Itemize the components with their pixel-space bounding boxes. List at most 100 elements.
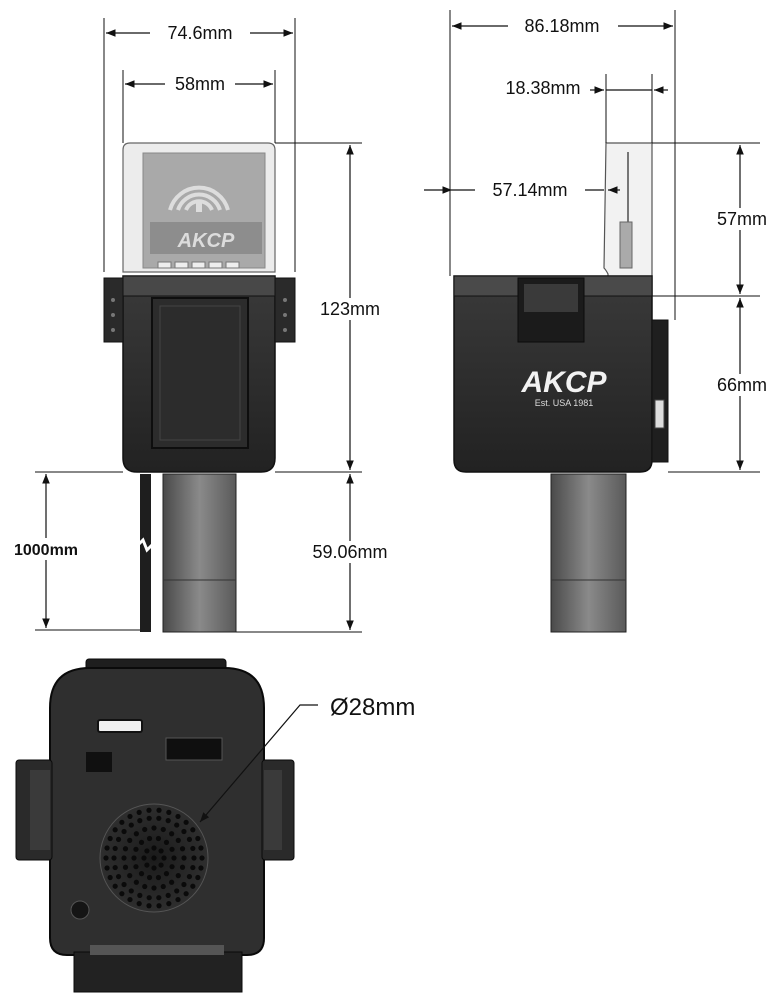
grill-hole bbox=[160, 826, 166, 833]
grill-hole bbox=[190, 864, 196, 871]
dim-bottom-diameter: Ø28mm bbox=[330, 694, 415, 721]
grill-hole bbox=[155, 835, 162, 842]
grill-hole bbox=[146, 895, 152, 901]
grill-hole bbox=[156, 903, 162, 909]
grill-hole bbox=[174, 888, 180, 894]
grill-hole bbox=[142, 883, 148, 890]
grill-hole bbox=[179, 864, 186, 870]
dim-front-overall-width: 74.6mm bbox=[167, 23, 232, 43]
grill-hole bbox=[107, 835, 113, 842]
grill-hole bbox=[156, 895, 162, 901]
grill-hole bbox=[127, 873, 133, 879]
grill-hole bbox=[186, 873, 193, 880]
front-cable bbox=[140, 474, 151, 632]
side-tagline: Est. USA 1981 bbox=[535, 398, 594, 408]
grill-hole bbox=[151, 845, 157, 851]
grill-hole bbox=[181, 828, 187, 835]
grill-hole bbox=[146, 903, 152, 909]
grill-hole bbox=[136, 901, 142, 907]
grill-hole bbox=[144, 862, 150, 868]
grill-hole bbox=[195, 835, 201, 842]
grill-hole bbox=[137, 817, 143, 824]
dim-front-cable-length: 1000mm bbox=[14, 542, 78, 559]
grill-hole bbox=[112, 827, 118, 833]
grill-hole bbox=[169, 846, 175, 852]
dim-side-overall-depth: 86.18mm bbox=[524, 16, 599, 36]
dim-front-inner-width: 58mm bbox=[175, 74, 225, 94]
grill-hole bbox=[171, 855, 177, 861]
grill-hole bbox=[165, 892, 171, 899]
grill-hole bbox=[174, 822, 180, 828]
reset-hole bbox=[70, 900, 90, 920]
grill-hole bbox=[163, 839, 170, 845]
grill-hole bbox=[190, 827, 196, 833]
grill-hole bbox=[136, 809, 142, 815]
grill-hole bbox=[160, 883, 166, 890]
grill-hole bbox=[190, 845, 196, 852]
grill-hole bbox=[175, 813, 181, 820]
grill-hole bbox=[151, 855, 157, 861]
grill-hole bbox=[169, 864, 175, 870]
grill-hole bbox=[128, 888, 134, 894]
grill-hole bbox=[198, 865, 204, 871]
grill-hole bbox=[112, 864, 118, 871]
bottom-view: Ø28mm bbox=[15, 658, 415, 993]
grill-hole bbox=[133, 864, 139, 870]
grill-hole bbox=[166, 809, 172, 815]
grill-hole bbox=[175, 896, 181, 903]
dim-front-probe-height: 59.06mm bbox=[312, 542, 387, 562]
grill-hole bbox=[199, 855, 205, 861]
side-logo: AKCP bbox=[520, 366, 607, 399]
grill-hole bbox=[191, 855, 197, 861]
grill-hole bbox=[137, 892, 143, 899]
grill-hole bbox=[169, 879, 175, 885]
dim-side-body-depth: 57.14mm bbox=[492, 180, 567, 200]
grill-hole bbox=[158, 848, 164, 854]
front-logo: AKCP bbox=[177, 230, 235, 252]
grill-hole bbox=[121, 828, 127, 835]
grill-hole bbox=[165, 817, 171, 824]
grill-hole bbox=[146, 807, 152, 813]
grill-hole bbox=[181, 881, 187, 888]
grill-hole bbox=[131, 855, 137, 861]
grill-hole bbox=[151, 865, 157, 871]
front-view: AKCP 74.6mm bbox=[4, 18, 400, 633]
front-recessed-panel bbox=[151, 297, 249, 449]
grill-hole bbox=[181, 855, 187, 861]
grill-hole bbox=[103, 855, 109, 861]
grill-hole bbox=[115, 873, 122, 880]
grill-hole bbox=[146, 815, 152, 821]
grill-hole bbox=[127, 837, 133, 843]
grill-hole bbox=[127, 813, 133, 820]
grill-hole bbox=[195, 874, 201, 881]
grill-hole bbox=[133, 846, 139, 852]
small-port bbox=[86, 752, 112, 772]
grill-hole bbox=[138, 839, 145, 845]
dim-side-bracket-depth: 18.38mm bbox=[505, 78, 580, 98]
front-left-clip bbox=[103, 277, 124, 343]
grill-hole bbox=[112, 845, 118, 852]
grill-hole bbox=[179, 846, 186, 852]
grill-hole bbox=[133, 831, 139, 837]
grill-hole bbox=[175, 837, 181, 843]
grill-hole bbox=[186, 836, 193, 843]
grill-hole bbox=[163, 871, 170, 877]
grill-hole bbox=[127, 896, 133, 903]
grill-hole bbox=[190, 883, 196, 889]
front-probe bbox=[162, 473, 237, 633]
side-view: AKCP Est. USA 1981 86.18mm 18.38mm 57.14… bbox=[424, 10, 781, 633]
dim-side-bracket-height: 57mm bbox=[717, 209, 767, 229]
front-led-strip bbox=[157, 261, 240, 269]
grill-hole bbox=[138, 871, 145, 877]
grill-hole bbox=[155, 874, 162, 881]
grill-hole bbox=[158, 862, 164, 868]
grill-hole bbox=[156, 815, 162, 821]
bottom-foot bbox=[73, 951, 243, 993]
usb-port bbox=[97, 719, 143, 733]
side-probe bbox=[550, 473, 627, 633]
side-rear-clip bbox=[651, 319, 669, 463]
grill-hole bbox=[146, 874, 153, 881]
speaker-grill-holes bbox=[103, 807, 205, 909]
grill-hole bbox=[151, 885, 157, 891]
